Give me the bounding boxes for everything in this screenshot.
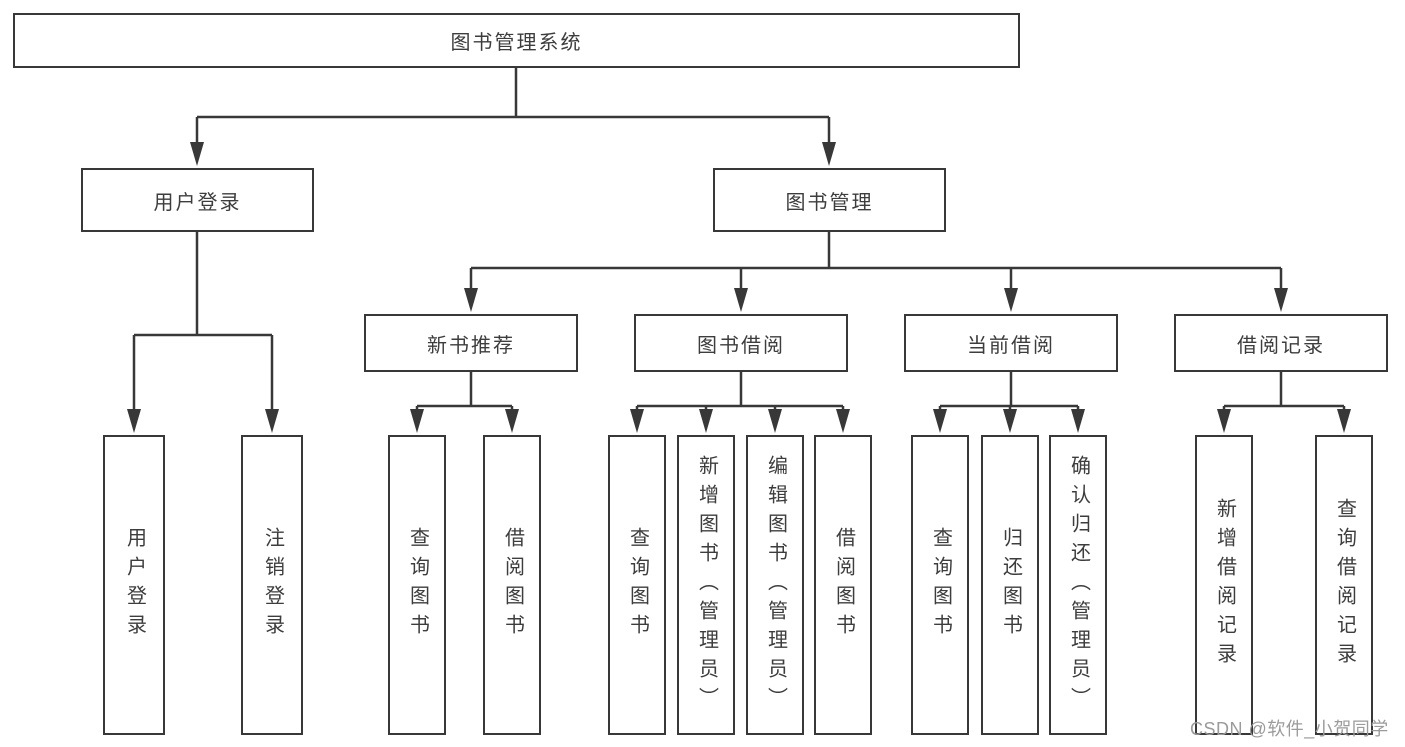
leaf-record-add-borrow-record: 新增借阅记录 <box>1195 435 1253 735</box>
arrowhead <box>699 409 713 433</box>
node-new-book-recommend: 新书推荐 <box>364 314 578 372</box>
leaf-recommend-borrow-books: 借阅图书 <box>483 435 541 735</box>
node-book-borrowing: 图书借阅 <box>634 314 848 372</box>
leaf-borrow-borrow-books: 借阅图书 <box>814 435 872 735</box>
connector-current-borrowing <box>933 372 1085 433</box>
arrowhead <box>822 142 836 166</box>
node-root-system: 图书管理系统 <box>13 13 1020 68</box>
leaf-record-query-borrow-record: 查询借阅记录 <box>1315 435 1373 735</box>
arrowhead <box>127 409 141 433</box>
leaf-borrow-add-books-admin: 新增图书（管理员） <box>677 435 735 735</box>
arrowhead <box>836 409 850 433</box>
arrowhead <box>1337 409 1351 433</box>
arrowhead <box>1003 409 1017 433</box>
arrowhead <box>410 409 424 433</box>
arrowhead <box>265 409 279 433</box>
arrowhead <box>1004 288 1018 312</box>
arrowhead <box>1217 409 1231 433</box>
connector-user-login <box>127 232 279 433</box>
leaf-current-query-books: 查询图书 <box>911 435 969 735</box>
connector-book-management <box>464 232 1288 312</box>
arrowhead <box>734 288 748 312</box>
leaf-borrow-edit-books-admin: 编辑图书（管理员） <box>746 435 804 735</box>
leaf-borrow-query-books: 查询图书 <box>608 435 666 735</box>
connector-borrowing-records <box>1217 372 1351 433</box>
leaf-current-confirm-return-admin: 确认归还（管理员） <box>1049 435 1107 735</box>
node-current-borrowing: 当前借阅 <box>904 314 1118 372</box>
watermark: CSDN @软件_小贺同学 <box>1190 719 1389 739</box>
arrowhead <box>1274 288 1288 312</box>
leaf-current-return-books: 归还图书 <box>981 435 1039 735</box>
node-user-login: 用户登录 <box>81 168 314 232</box>
leaf-recommend-query-books: 查询图书 <box>388 435 446 735</box>
arrowhead <box>630 409 644 433</box>
connector-new-book-recommend <box>410 372 519 433</box>
arrowhead <box>464 288 478 312</box>
leaf-user-login: 用户登录 <box>103 435 165 735</box>
arrowhead <box>933 409 947 433</box>
node-borrowing-records: 借阅记录 <box>1174 314 1388 372</box>
leaf-logout: 注销登录 <box>241 435 303 735</box>
arrowhead <box>1071 409 1085 433</box>
connector-book-borrowing <box>630 372 850 433</box>
arrowhead <box>505 409 519 433</box>
node-book-management: 图书管理 <box>713 168 946 232</box>
arrowhead <box>190 142 204 166</box>
arrowhead <box>768 409 782 433</box>
connector-root-to-level2 <box>190 68 836 166</box>
